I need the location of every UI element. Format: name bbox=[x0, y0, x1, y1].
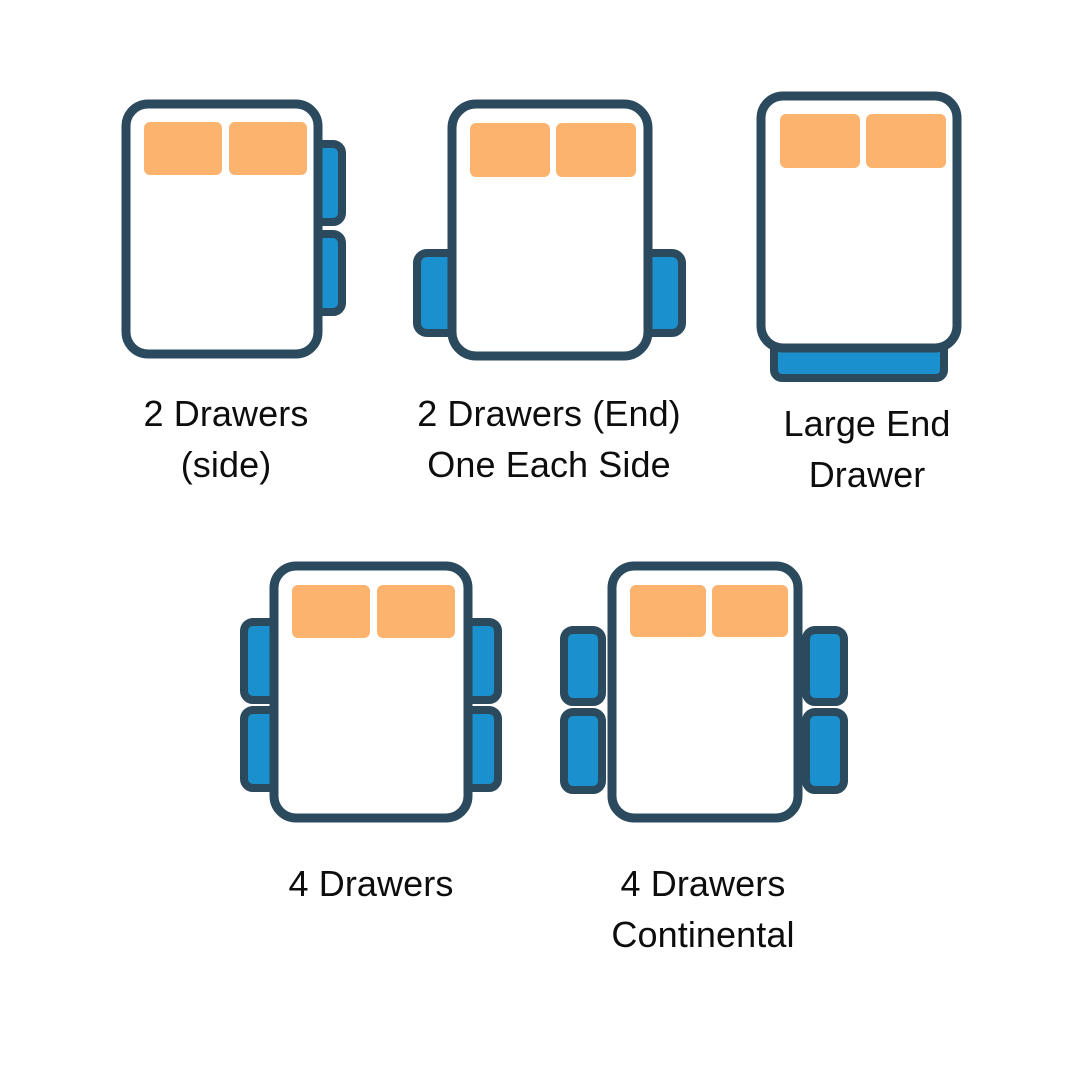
drawer-left-top bbox=[560, 626, 606, 706]
drawer-left-bottom bbox=[560, 708, 606, 794]
pillow-right bbox=[556, 123, 636, 177]
pillow-left bbox=[630, 585, 706, 637]
pillow-left bbox=[144, 122, 222, 175]
pillow-right bbox=[229, 122, 307, 175]
pillow-left bbox=[292, 585, 370, 638]
pillow-right bbox=[866, 114, 946, 168]
bed-option-two-drawers-side[interactable] bbox=[86, 86, 366, 386]
pillow-right bbox=[712, 585, 788, 637]
bed-option-label-four-drawers: 4 Drawers bbox=[288, 863, 454, 904]
bed-option-four-drawers[interactable] bbox=[236, 552, 506, 842]
bed-option-label-two-drawers-end: 2 Drawers (End) One Each Side bbox=[417, 393, 681, 486]
bed-diagram-large-end-drawer bbox=[756, 91, 962, 382]
pillow-right bbox=[377, 585, 455, 638]
bed-option-label-four-drawers-continental: 4 Drawers Continental bbox=[611, 863, 795, 956]
pillow-left bbox=[470, 123, 550, 177]
drawer-right-top bbox=[802, 626, 848, 706]
bed-diagram-four-drawers bbox=[240, 561, 502, 823]
bed-option-large-end-drawer[interactable] bbox=[742, 78, 992, 388]
bed-option-four-drawers-continental[interactable] bbox=[560, 552, 850, 842]
bed-diagram-four-drawers-continental bbox=[560, 561, 848, 823]
drawer-right-bottom bbox=[802, 708, 848, 794]
bed-option-label-two-drawers-side: 2 Drawers (side) bbox=[143, 393, 309, 486]
bed-option-label-large-end-drawer: Large End Drawer bbox=[783, 403, 951, 496]
bed-option-two-drawers-end[interactable] bbox=[404, 86, 694, 386]
pillow-left bbox=[780, 114, 860, 168]
bed-diagram-two-drawers-end bbox=[413, 99, 686, 361]
bed-diagram-two-drawers-side bbox=[121, 99, 346, 359]
